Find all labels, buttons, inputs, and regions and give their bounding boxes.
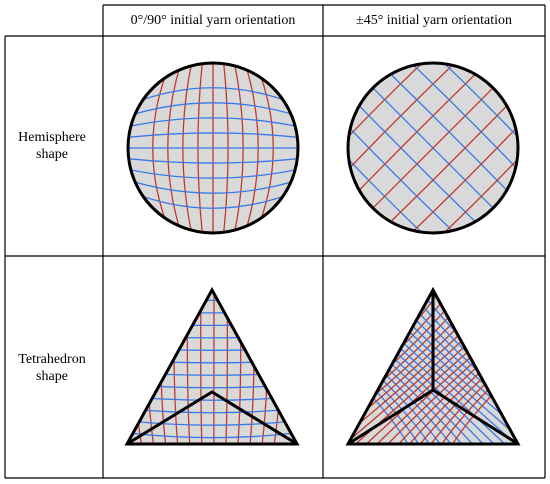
yarn-line bbox=[128, 102, 298, 119]
tetrahedron-0-90-fill bbox=[127, 290, 297, 444]
column-header-45: ±45° initial yarn orientation bbox=[356, 13, 512, 28]
yarn-line bbox=[348, 63, 518, 233]
yarn-line bbox=[372, 63, 518, 209]
yarn-line bbox=[128, 157, 298, 164]
yarn-line bbox=[128, 177, 298, 194]
yarn-line bbox=[372, 87, 518, 233]
row-label-tetrahedron-line1: Tetrahedron bbox=[18, 352, 86, 367]
yarn-line bbox=[348, 290, 477, 444]
row-label-tetrahedron: Tetrahedron shape bbox=[4, 351, 100, 385]
yarn-line bbox=[128, 132, 298, 139]
yarn-line bbox=[127, 419, 297, 426]
row-label-hemisphere-line2: shape bbox=[36, 147, 68, 162]
tetrahedron-0-90-edges bbox=[126, 390, 298, 446]
yarn-line bbox=[128, 167, 298, 179]
yarn-line bbox=[348, 290, 411, 444]
row-label-hemisphere-line1: Hemisphere bbox=[18, 130, 86, 145]
tetrahedron-45-outline bbox=[345, 286, 521, 446]
hemisphere-0-90-figure bbox=[126, 61, 300, 235]
table-lines bbox=[4, 4, 546, 479]
yarn-line bbox=[348, 290, 488, 444]
yarn-line bbox=[357, 72, 518, 233]
yarn-line bbox=[348, 63, 518, 233]
row-label-tetrahedron-line2: shape bbox=[36, 369, 68, 384]
hemisphere-0-90-outline bbox=[126, 61, 300, 235]
yarn-line bbox=[357, 63, 518, 224]
yarn-line bbox=[348, 290, 499, 444]
hemisphere-45-outline bbox=[346, 61, 520, 235]
tetrahedron-0-90-outline bbox=[124, 286, 300, 446]
tetrahedron-0-90-figure bbox=[124, 286, 300, 446]
yarn-line bbox=[128, 117, 298, 129]
column-header-0-90: 0°/90° initial yarn orientation bbox=[130, 13, 296, 28]
yarn-line bbox=[449, 290, 518, 444]
row-label-hemisphere: Hemisphere shape bbox=[4, 129, 100, 163]
